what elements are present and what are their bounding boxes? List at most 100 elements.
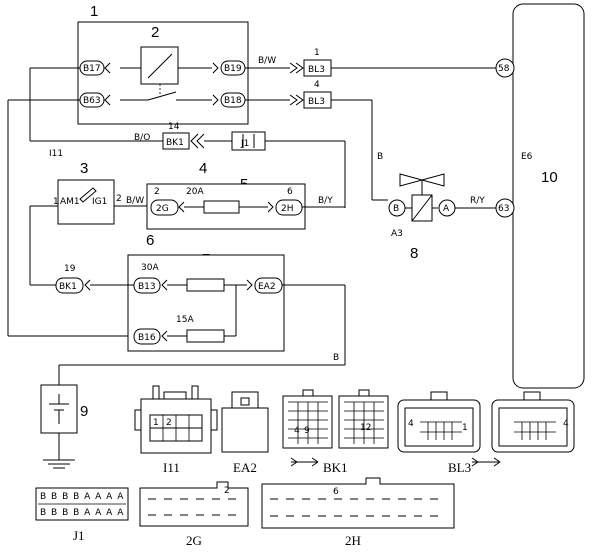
motor-diagonal [411, 194, 433, 222]
connector-2g-drawing [139, 481, 249, 527]
caption-bk1: BK1 [323, 460, 348, 475]
switch-blade [147, 91, 177, 101]
bl3-pin-1: 1 [462, 423, 468, 433]
relay-coil-diagonal [147, 53, 173, 79]
pin-b16 [133, 328, 161, 345]
caption-i11: I11 [163, 460, 180, 475]
i11-pin-2: 2 [166, 418, 172, 428]
pin-b17-label: B17 [83, 64, 101, 74]
pin-63-label: 63 [498, 204, 509, 214]
pin-bk1-left [55, 277, 84, 294]
bk1-pin-9: 9 [304, 426, 310, 436]
chevron-b13-icon [161, 279, 168, 291]
pin-number-6: 6 [287, 187, 293, 197]
wire-label-b2: B [333, 353, 339, 363]
connector-bl3-b-label: BL3 [308, 97, 325, 107]
label-a3: A3 [391, 229, 403, 239]
j1-row-2: B B B B A A A A [40, 508, 124, 518]
label-6: 6 [146, 232, 154, 249]
j1-row-1: B B B B A A A A [40, 492, 124, 502]
fuse-30a-label: 30A [141, 263, 159, 273]
label-10: 10 [541, 169, 558, 186]
connector-ea2-drawing [221, 391, 269, 453]
caption-2h: 2H [345, 533, 361, 548]
wire-label-bw1: B/W [258, 56, 276, 66]
ig-pin-1: 1 [53, 197, 59, 207]
wire-label-bo: B/O [134, 133, 150, 143]
pin-b19-label: B19 [224, 64, 242, 74]
pin-2g-label: 2G [156, 204, 169, 214]
connector-i11-drawing [134, 385, 218, 454]
chevron-2g-icon [178, 201, 185, 213]
label-4: 4 [199, 160, 207, 177]
caption-ea2: EA2 [233, 460, 257, 475]
ecu-label-e6: E6 [521, 152, 533, 162]
label-3: 3 [80, 160, 88, 177]
wire-label-b1: B [377, 152, 383, 162]
fuse-15a-label: 15A [176, 315, 194, 325]
pin-b16-label: B16 [138, 333, 156, 343]
pin-b13 [133, 277, 161, 294]
ig-label-ig1: IG1 [92, 197, 107, 207]
connector-j1-label: J1 [240, 139, 249, 149]
chevron-b18-icon [212, 94, 219, 106]
connector-2h-drawing [261, 477, 455, 529]
wire-label-bw2: B/W [126, 196, 144, 206]
double-chevron-3-icon [190, 133, 205, 149]
fuse-20a-label: 20A [186, 187, 204, 197]
i11-pin-1: 1 [153, 418, 159, 428]
chevron-ea2-icon [246, 279, 253, 291]
relay-coil [140, 46, 179, 85]
fuse-15a [186, 329, 225, 343]
label-8: 8 [410, 245, 418, 262]
caption-j1: J1 [73, 528, 85, 543]
connector-bl3-drawing [397, 391, 575, 467]
label-2: 2 [151, 24, 159, 41]
pin-number-1: 1 [314, 48, 320, 58]
pin-ea2-label: EA2 [258, 282, 276, 292]
chevron-b63-icon [104, 94, 111, 106]
pin-58-label: 58 [498, 64, 510, 74]
connector-bk1-drawing [282, 389, 389, 467]
chevron-bk1-icon [84, 279, 91, 291]
label-1: 1 [90, 3, 98, 20]
ecu-module [512, 3, 585, 389]
valve-icon [399, 173, 445, 187]
pin-b63-label: B63 [83, 96, 101, 106]
label-i11: I11 [49, 149, 63, 159]
pin-number-14: 14 [168, 122, 180, 132]
pin-number-2: 2 [154, 187, 160, 197]
wire-label-ry: R/Y [470, 196, 485, 206]
pin-2g [150, 199, 179, 216]
ig-label-am1: AM1 [60, 197, 80, 207]
fuse-30a [186, 278, 225, 292]
double-chevron-2-icon [289, 94, 304, 106]
motor-pin-b-label: B [393, 204, 399, 214]
chevron-b17-icon [104, 62, 111, 74]
label-9: 9 [80, 403, 88, 420]
bl3-pin-4a: 4 [408, 419, 414, 429]
h2-pin-6: 6 [333, 487, 339, 497]
motor-pin-a-label: A [443, 204, 450, 214]
pin-b18-label: B18 [224, 96, 242, 106]
battery [40, 384, 78, 434]
double-chevron-1-icon [289, 62, 304, 74]
g2-pin-2: 2 [224, 486, 230, 496]
pin-2h-label: 2H [281, 204, 294, 214]
chevron-b19-icon [212, 62, 219, 74]
connector-bk1-top-label: BK1 [166, 138, 184, 148]
pin-58 [495, 58, 515, 78]
bk1-pin-4: 4 [294, 426, 300, 436]
key-icon [79, 187, 97, 203]
connector-bl3-a-label: BL3 [308, 65, 325, 75]
ignition-switch [57, 179, 115, 225]
fuse-20a [203, 200, 240, 214]
ig-pin-2: 2 [116, 194, 122, 204]
caption-2g: 2G [186, 533, 202, 548]
bl3-pin-4b: 4 [563, 419, 569, 429]
pin-number-19: 19 [64, 264, 76, 274]
wire-label-by: B/Y [318, 196, 333, 206]
bk1-pin-12: 12 [360, 423, 371, 433]
pin-b13-label: B13 [138, 282, 156, 292]
